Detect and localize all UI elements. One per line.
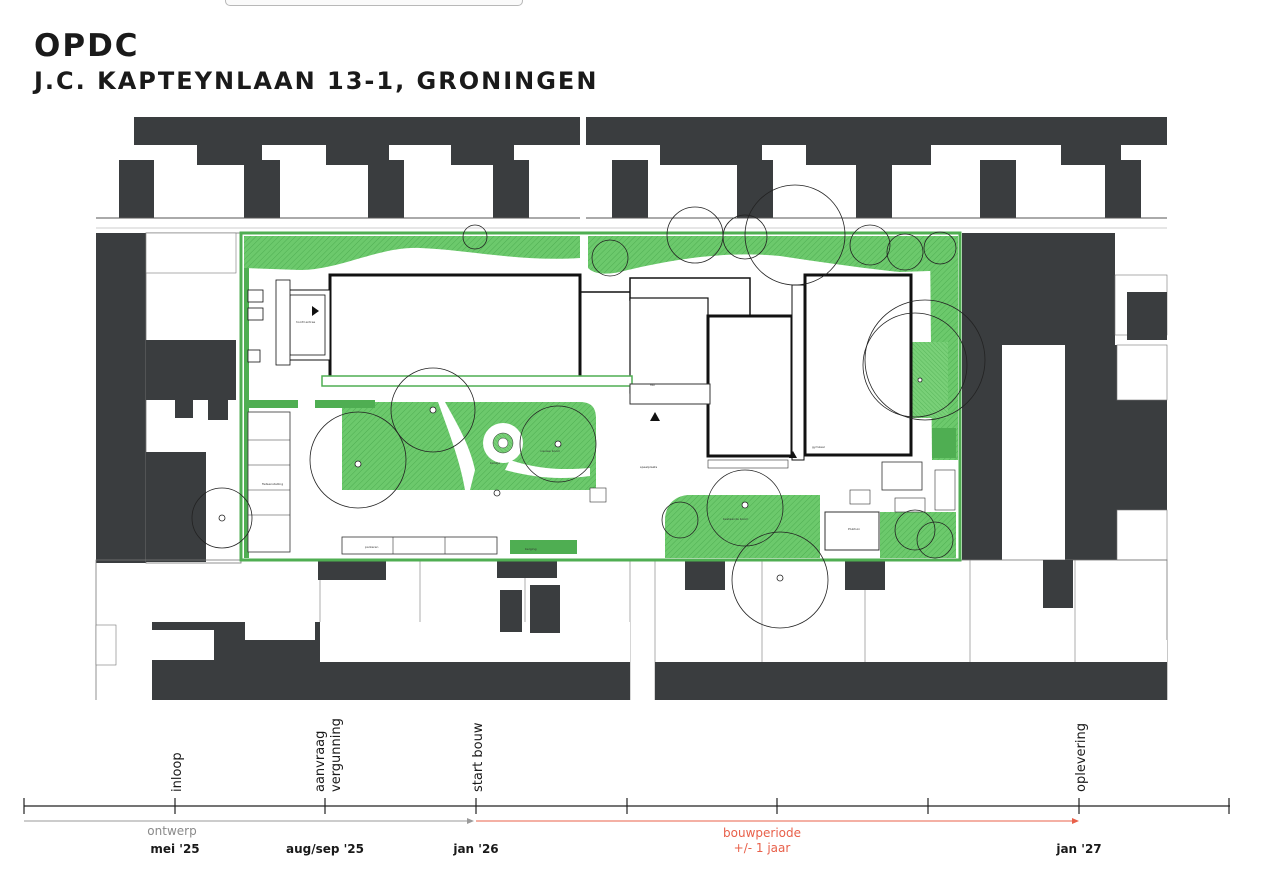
date-mei-25: mei '25 (150, 842, 199, 856)
phase-design-label: ontwerp (147, 824, 196, 838)
design-phase-arrow (24, 818, 474, 824)
phase-build-label: bouwperiode (723, 826, 801, 840)
east-buildings (962, 233, 1168, 561)
label-gym: gymzaal (812, 445, 825, 449)
label-entrance: hoofd entree (296, 320, 315, 324)
label-storage: berging (525, 547, 537, 551)
date-jan-27: jan '27 (1055, 842, 1101, 856)
milestone-oplevering: oplevering (1074, 723, 1089, 792)
site-plan: hoofd entree fietsenstalling Pluktuin ba… (95, 117, 1168, 700)
page-title: OPDC (34, 28, 140, 64)
milestone-inloop: inloop (170, 752, 185, 792)
build-phase-arrow (476, 818, 1079, 824)
south-buildings (95, 559, 1168, 700)
west-buildings (96, 232, 242, 564)
tree-trunks (218, 377, 923, 582)
label-parking: parkeren (365, 545, 378, 549)
milestone-aanvraag-line2: vergunning (329, 718, 344, 792)
milestone-aanvraag-line1: aanvraag (313, 731, 328, 792)
label-shed: fietsenstalling (262, 482, 283, 486)
timeline-ticks (23, 798, 1230, 814)
label-tree-existing: bestaande boom (723, 517, 748, 521)
label-tree-new: nieuwe boom (540, 449, 560, 453)
label-hall: hal (650, 383, 655, 387)
date-aug-sep-25: aug/sep '25 (286, 842, 364, 856)
project-timeline: ontwerp bouwperiode +/- 1 jaar inloop aa… (23, 718, 1230, 856)
label-bench: bankje (490, 461, 500, 465)
phase-build-duration: +/- 1 jaar (734, 841, 791, 855)
trees (191, 184, 986, 629)
label-garden: Pluktuin (848, 527, 860, 531)
label-playground: speelplaats (640, 465, 658, 469)
north-buildings (96, 117, 1167, 229)
milestone-start-bouw: start bouw (471, 722, 486, 792)
school-building (247, 273, 956, 555)
top-scroll-bar (225, 0, 523, 6)
date-jan-26: jan '26 (452, 842, 498, 856)
page-subtitle: J.C. KAPTEYNLAAN 13-1, GRONINGEN (34, 67, 599, 95)
